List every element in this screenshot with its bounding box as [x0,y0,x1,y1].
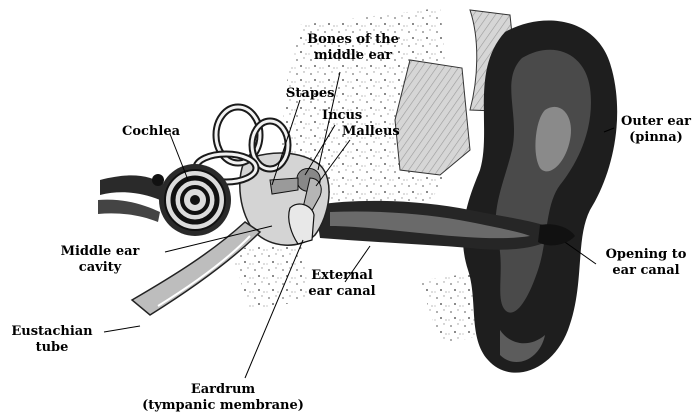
label-external-line1: External [302,268,382,284]
label-external-ear-canal: External ear canal [302,268,382,300]
label-opening-line1: Opening to [596,247,696,263]
label-cochlea: Cochlea [122,124,180,140]
label-bones-line1: Bones of the [302,32,404,48]
cochlea-shape [98,164,231,236]
label-opening-line2: ear canal [596,263,696,279]
label-incus: Incus [322,108,362,124]
label-outer-ear-line1: Outer ear [615,114,697,130]
label-eustachian-line2: tube [6,340,98,356]
label-eustachian-line1: Eustachian [6,324,98,340]
label-bones-line2: middle ear [302,48,404,64]
label-middle-ear-line2: cavity [40,260,160,276]
label-middle-ear-cavity: Middle ear cavity [40,244,160,276]
label-outer-ear-line2: (pinna) [615,130,697,146]
label-stapes: Stapes [286,86,335,102]
label-eardrum-line1: Eardrum [128,382,318,398]
label-eustachian-tube: Eustachian tube [6,324,98,356]
label-malleus: Malleus [342,124,400,140]
label-opening-to-ear-canal: Opening to ear canal [596,247,696,279]
label-eardrum: Eardrum (tympanic membrane) [128,382,318,414]
label-eardrum-line2: (tympanic membrane) [128,398,318,414]
label-external-line2: ear canal [302,284,382,300]
label-bones-of-middle-ear: Bones of the middle ear [302,32,404,64]
label-middle-ear-line1: Middle ear [40,244,160,260]
label-outer-ear: Outer ear (pinna) [615,114,697,146]
pinna-shape [463,21,617,373]
